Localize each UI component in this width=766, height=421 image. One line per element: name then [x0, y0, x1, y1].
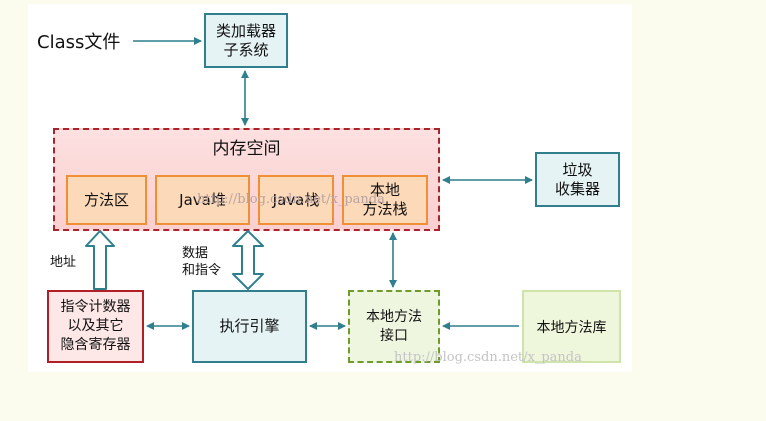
garbage-collector-box: 垃圾 收集器: [535, 152, 620, 207]
class-file-label: Class文件: [37, 32, 121, 53]
native-interface-box: 本地方法 接口: [348, 290, 440, 363]
native-method-stack-box: 本地 方法栈: [342, 175, 428, 225]
watermark-middle: http://blog.csdn.net/x_panda: [197, 192, 385, 207]
pc-registers-box: 指令计数器 以及其它 隐含寄存器: [47, 290, 144, 363]
java-stack-box: Java栈: [258, 175, 334, 225]
native-library-box: 本地方法库: [522, 290, 621, 363]
data-instructions-label: 数据 和指令: [182, 246, 222, 278]
java-heap-box: Java堆: [155, 175, 250, 225]
execution-engine-box: 执行引擎: [192, 290, 307, 363]
memory-space-title: 内存空间: [212, 139, 281, 159]
watermark-bottom: http://blog.csdn.net/x_panda: [394, 350, 582, 365]
method-area-box: 方法区: [66, 175, 147, 225]
class-loader-box: 类加载器 子系统: [204, 13, 288, 68]
address-label: 地址: [50, 255, 77, 270]
